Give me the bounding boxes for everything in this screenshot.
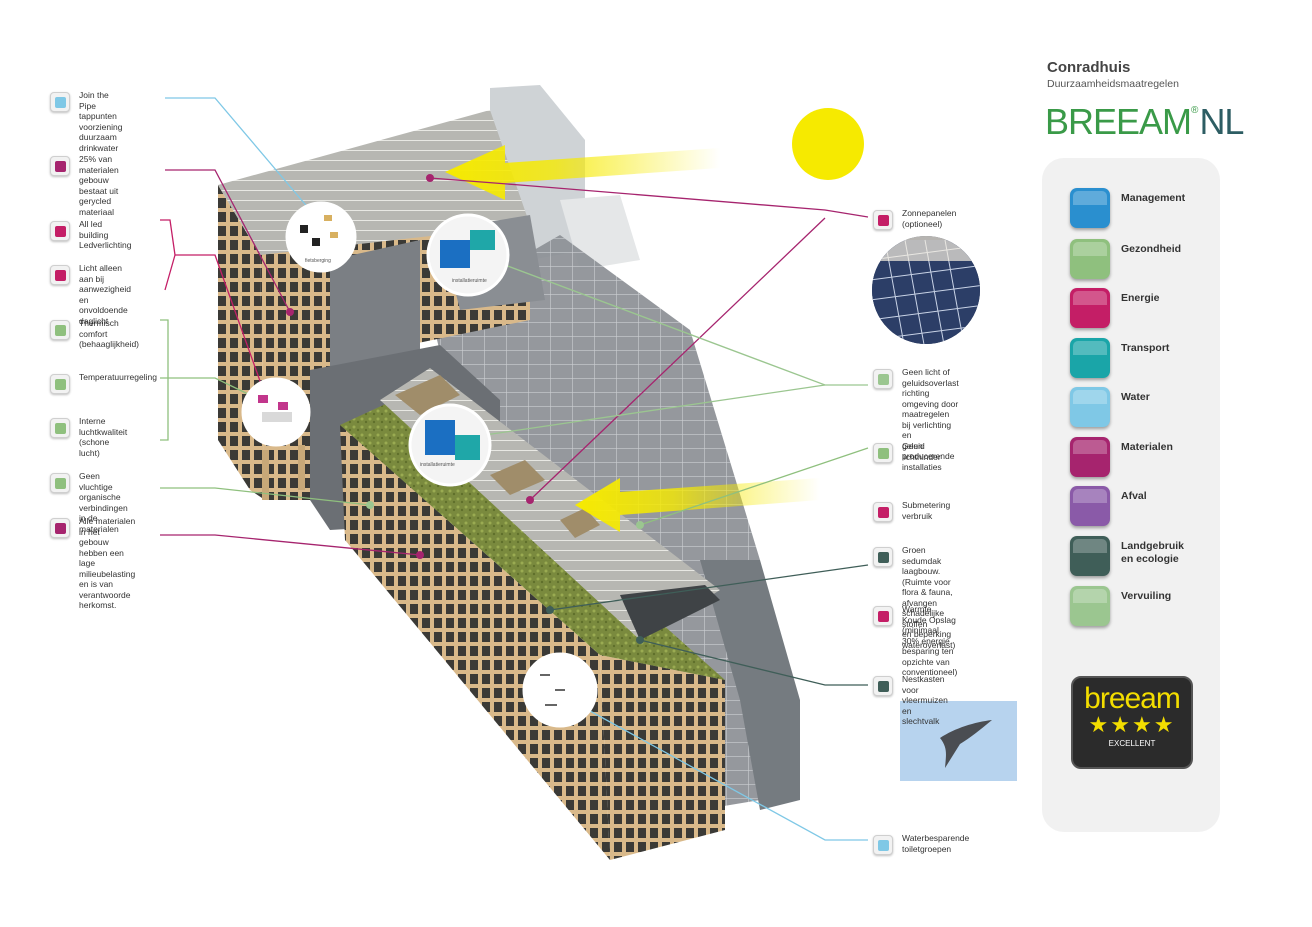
page-title: Conradhuis xyxy=(1047,59,1131,76)
health-icon xyxy=(50,374,70,394)
leaf-icon xyxy=(1070,536,1110,576)
recycle-icon xyxy=(1070,486,1110,526)
inset-caption-bicycles: fietsberging xyxy=(305,258,331,264)
inset-toilets xyxy=(522,652,598,728)
train-icon xyxy=(1070,338,1110,378)
energy-icon xyxy=(873,210,893,230)
sun xyxy=(792,108,864,180)
sun-arrow-top xyxy=(445,145,720,200)
health-icon xyxy=(50,418,70,438)
health-icon xyxy=(50,320,70,340)
energy-icon xyxy=(873,606,893,626)
inset-people xyxy=(241,377,311,447)
bricks-icon xyxy=(1070,437,1110,477)
materials-icon xyxy=(50,156,70,176)
breeam-excellent-badge: breeam ★★★★ EXCELLENT xyxy=(1071,676,1193,769)
rating-stars-icon: ★★★★ xyxy=(1088,712,1176,737)
water-drop-icon xyxy=(873,835,893,855)
falcon-photo xyxy=(900,701,1017,781)
low-building-side xyxy=(600,655,725,860)
solar-panels-photo xyxy=(872,236,980,344)
water-drop-icon xyxy=(1070,387,1110,427)
energy-icon xyxy=(50,221,70,241)
energy-icon xyxy=(50,265,70,285)
inset-installation-bottom xyxy=(408,403,492,487)
breeam-nl-logo: BREEAM® NL xyxy=(1045,101,1244,142)
water-drop-icon xyxy=(50,92,70,112)
page-subtitle: Duurzaamheidsmaatregelen xyxy=(1047,78,1179,90)
inset-installation-top xyxy=(426,213,510,297)
inset-bicycles xyxy=(285,201,357,273)
management-icon xyxy=(1070,188,1110,228)
pollution-icon xyxy=(873,369,893,389)
health-icon xyxy=(50,473,70,493)
energy-icon xyxy=(873,502,893,522)
low-building-front xyxy=(340,425,610,860)
leaf-icon xyxy=(873,676,893,696)
pollution-icon xyxy=(1070,586,1110,626)
leaf-icon xyxy=(873,547,893,567)
inset-caption-installation-bottom: installatieruimte xyxy=(420,462,455,468)
inset-caption-installation-top: installatieruimte xyxy=(452,278,487,284)
health-icon xyxy=(1070,239,1110,279)
health-icon xyxy=(873,443,893,463)
materials-icon xyxy=(50,518,70,538)
energy-icon xyxy=(1070,288,1110,328)
